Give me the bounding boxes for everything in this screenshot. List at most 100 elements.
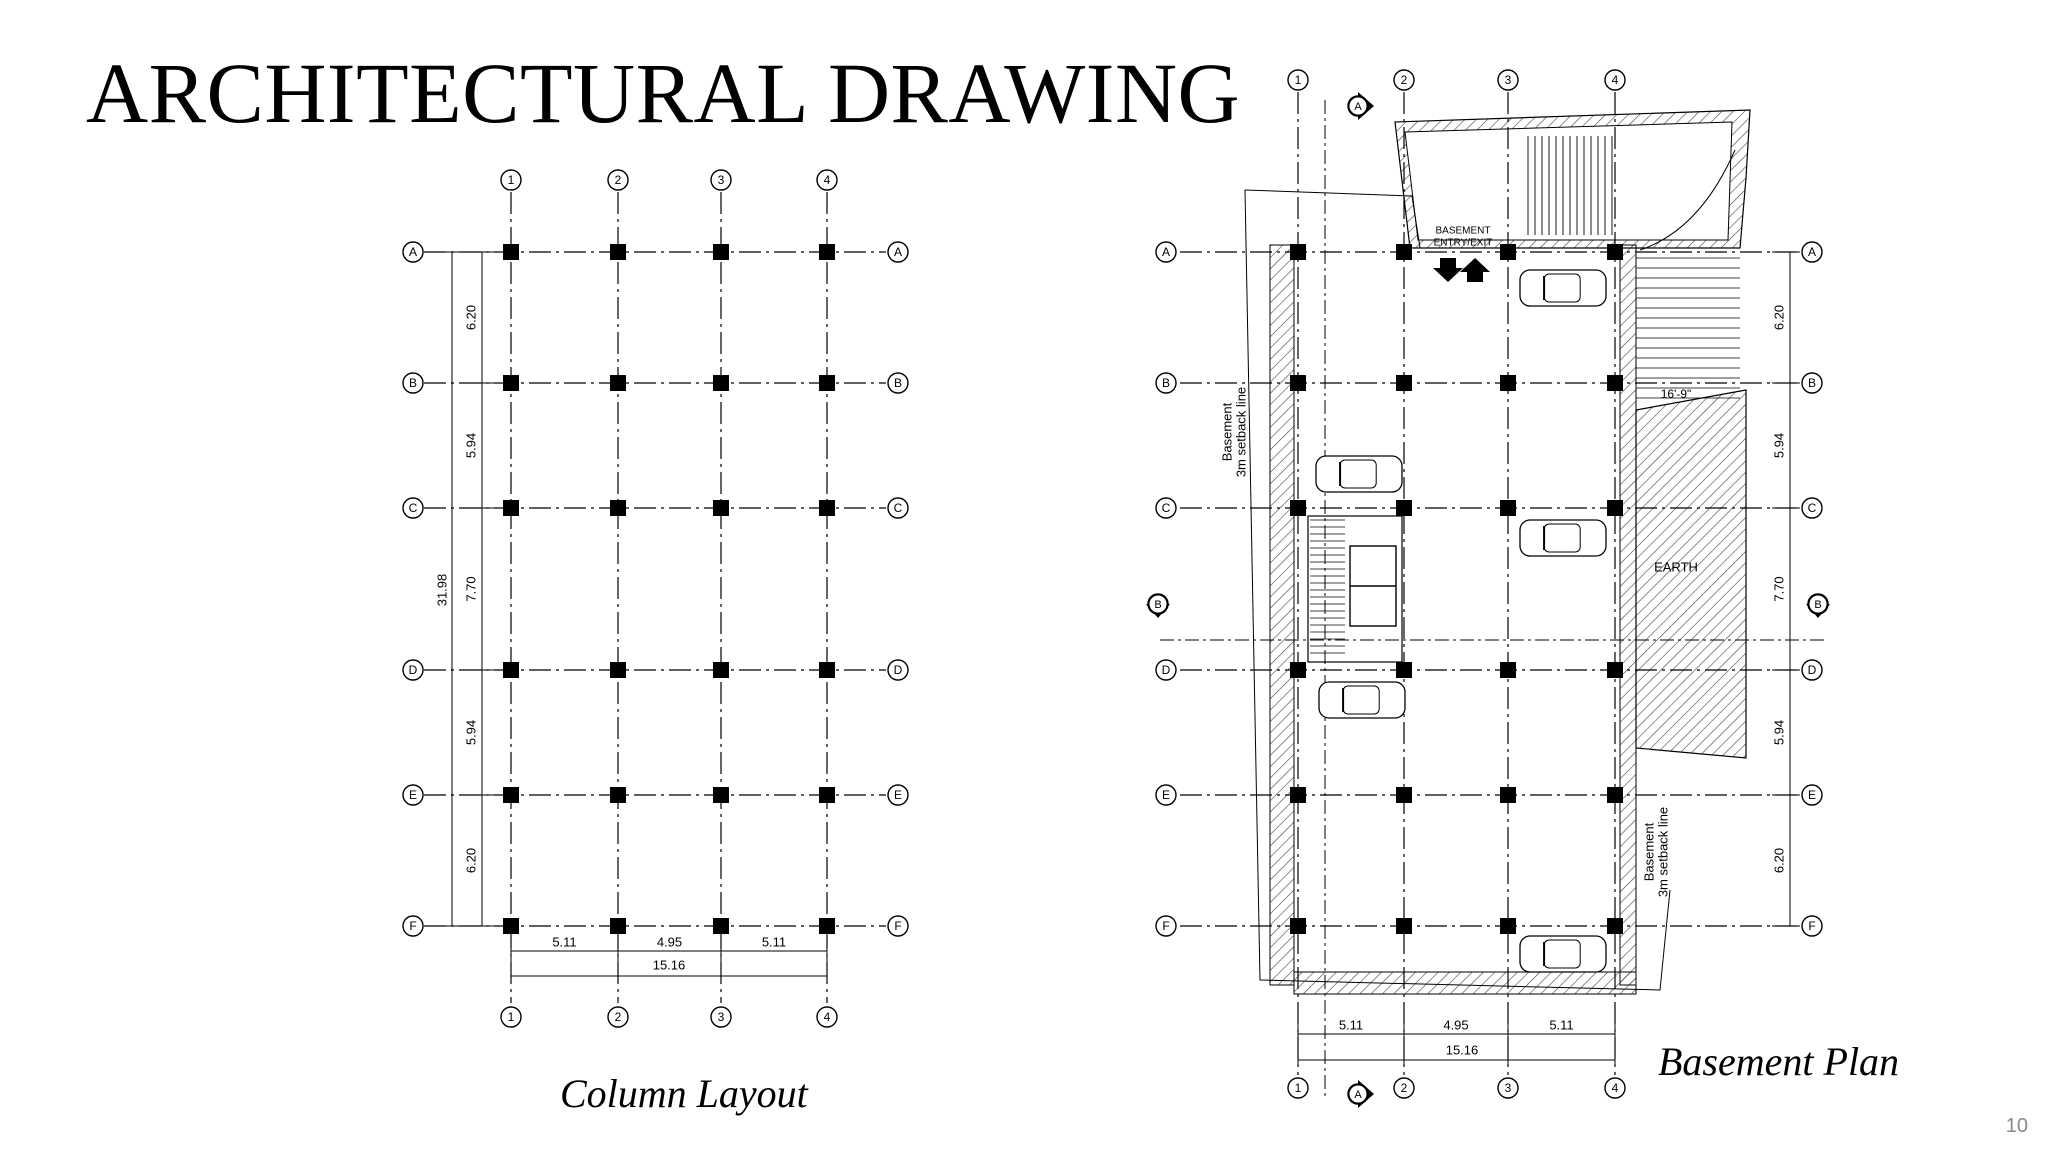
column (713, 244, 729, 260)
earth-label: EARTH (1654, 559, 1698, 574)
row-spacing-2: 5.94 (463, 433, 478, 458)
column (610, 375, 626, 391)
ramp-dimension: 16'-9" (1661, 387, 1692, 401)
row-bubble-left-D-label: D (1162, 663, 1171, 677)
row-spacing-2: 5.94 (1771, 433, 1786, 458)
setback-label-left-1: Basement (1219, 402, 1234, 461)
row-bubble-left-D (402, 659, 424, 681)
row-bubble-right-A (1801, 241, 1823, 263)
column-spacing-3: 5.11 (1549, 1017, 1573, 1032)
row-bubble-right-D (1801, 659, 1823, 681)
section-marker-b-left-disc (1148, 594, 1168, 614)
column-bubble-bottom-1-label: 1 (508, 1010, 515, 1024)
setback-label-right-1: Basement (1641, 822, 1656, 881)
row-bubble-right-F (1801, 915, 1823, 937)
row-bubble-right-A (887, 241, 909, 263)
row-bubble-left-B-label: B (1162, 376, 1170, 390)
column (819, 662, 835, 678)
row-bubble-right-C (887, 497, 909, 519)
column-bubble-bottom-4-label: 4 (1612, 1081, 1619, 1095)
column (610, 918, 626, 934)
row-bubble-right-D (887, 659, 909, 681)
column-layout-caption: Column Layout (560, 1071, 808, 1116)
column-bubble-bottom-3-label: 3 (1505, 1081, 1512, 1095)
row-bubble-right-B-label: B (894, 376, 902, 390)
column (713, 787, 729, 803)
row-bubble-right-E (1801, 784, 1823, 806)
row-bubble-right-F-label: F (1808, 919, 1815, 933)
column-bubble-bottom-4 (816, 1006, 838, 1028)
row-bubble-right-D-label: D (894, 663, 903, 677)
row-bubble-right-A-label: A (1808, 245, 1816, 259)
column-bubble-bottom-2 (1393, 1077, 1415, 1099)
row-bubble-left-C (402, 497, 424, 519)
row-spacing-3: 7.70 (1771, 576, 1786, 601)
column-bubble-top-2 (607, 169, 629, 191)
column (713, 375, 729, 391)
column (503, 244, 519, 260)
row-bubble-left-C (1155, 497, 1177, 519)
column (819, 244, 835, 260)
column-bubble-bottom-3 (1497, 1077, 1519, 1099)
column-bubble-top-4 (1604, 69, 1626, 91)
column-bubble-top-3-label: 3 (718, 173, 725, 187)
column (503, 500, 519, 516)
row-bubble-right-E (887, 784, 909, 806)
page-number: 10 (2005, 1115, 2028, 1137)
column (1500, 244, 1516, 260)
section-marker-a-top-label: A (1354, 101, 1362, 113)
car-5-cabin (1543, 939, 1581, 969)
column (1396, 918, 1412, 934)
column (1396, 244, 1412, 260)
column-bubble-top-3 (1497, 69, 1519, 91)
column (1607, 787, 1623, 803)
car-1 (1519, 269, 1607, 307)
column (1396, 787, 1412, 803)
earth-fill (1635, 389, 1747, 759)
row-bubble-left-F (1155, 915, 1177, 937)
column (713, 662, 729, 678)
section-marker-b-left-label: B (1154, 599, 1161, 611)
column (819, 500, 835, 516)
stair-enclosure (1404, 121, 1733, 241)
row-bubble-right-B (1801, 372, 1823, 394)
row-bubble-left-B (1155, 372, 1177, 394)
column (1500, 918, 1516, 934)
column (1607, 918, 1623, 934)
row-spacing-3: 7.70 (463, 576, 478, 601)
row-bubble-left-E (402, 784, 424, 806)
column (1607, 375, 1623, 391)
column-bubble-top-4-label: 4 (824, 173, 831, 187)
column-bubble-bottom-4-label: 4 (824, 1010, 831, 1024)
column (1290, 500, 1306, 516)
total-length: 31.98 (434, 574, 449, 607)
left-retaining-wall (1269, 244, 1295, 986)
column (1290, 662, 1306, 678)
column-bubble-top-3-label: 3 (1505, 73, 1512, 87)
stair-core (1307, 515, 1403, 663)
section-marker-a-bottom-label: A (1354, 1089, 1362, 1101)
column (819, 918, 835, 934)
column (503, 787, 519, 803)
column (1607, 500, 1623, 516)
row-bubble-left-D (1155, 659, 1177, 681)
row-bubble-left-E (1155, 784, 1177, 806)
row-bubble-left-C-label: C (409, 501, 418, 515)
column (713, 500, 729, 516)
column-bubble-top-4-label: 4 (1612, 73, 1619, 87)
column (1500, 662, 1516, 678)
column-bubble-bottom-4 (1604, 1077, 1626, 1099)
row-bubble-right-C-label: C (894, 501, 903, 515)
ramp-curve (1639, 149, 1736, 251)
row-spacing-5: 6.20 (463, 848, 478, 873)
row-bubble-left-F-label: F (409, 919, 416, 933)
row-spacing-4: 5.94 (1771, 720, 1786, 745)
row-bubble-right-C-label: C (1808, 501, 1817, 515)
column (503, 918, 519, 934)
row-bubble-left-E-label: E (409, 788, 417, 802)
row-bubble-right-E-label: E (894, 788, 902, 802)
column-bubble-top-1-label: 1 (508, 173, 515, 187)
entry-label-line1: BASEMENT (1435, 226, 1490, 237)
